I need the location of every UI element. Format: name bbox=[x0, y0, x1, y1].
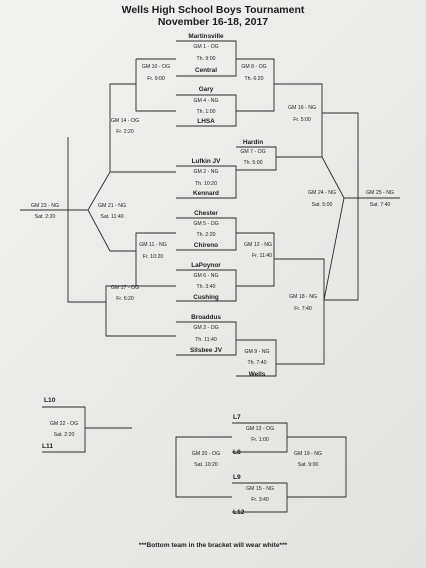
gm14-time: Fr. 2:20 bbox=[116, 129, 134, 135]
tournament-dates: November 16-18, 2017 bbox=[157, 16, 269, 28]
gm19-time: Sat. 9:00 bbox=[297, 462, 319, 468]
gm22-time: Sat. 2:20 bbox=[53, 432, 75, 438]
gm6-box bbox=[176, 269, 237, 302]
team-lapoynor: LaPoynor bbox=[191, 262, 221, 269]
team-chester: Chester bbox=[194, 210, 218, 217]
gm11-time: Fr. 10:20 bbox=[142, 254, 164, 260]
slot-l10: L10 bbox=[44, 397, 56, 404]
gm7-label: GM 7 - OG bbox=[240, 149, 266, 155]
gm4-label: GM 4 - NG bbox=[193, 98, 219, 104]
team-cushing: Cushing bbox=[193, 294, 219, 301]
gm18-bracket bbox=[274, 258, 325, 365]
gm5-label: GM 5 - OG bbox=[193, 221, 219, 227]
gm16-bracket bbox=[274, 83, 323, 158]
team-gary: Gary bbox=[198, 86, 214, 93]
gm16-label: GM 16 - NG bbox=[288, 105, 316, 111]
slot-l11: L11 bbox=[42, 443, 53, 450]
team-martinsville: Martinsville bbox=[188, 33, 224, 40]
gm21-bracket bbox=[87, 171, 136, 252]
gm12-time: Fr. 11:40 bbox=[251, 253, 273, 259]
gm13-box bbox=[232, 422, 288, 453]
gm4-time: Th. 1:00 bbox=[196, 109, 216, 115]
gm10-bracket bbox=[135, 58, 176, 112]
gm22-label: GM 22 - OG bbox=[49, 421, 79, 427]
gm16-time: Fr. 5:00 bbox=[293, 117, 311, 123]
team-kennard: Kennard bbox=[193, 190, 219, 197]
gm21-time: Sat. 11:40 bbox=[100, 214, 124, 220]
gm6-label: GM 6 - NG bbox=[193, 273, 219, 279]
gm13-label: GM 13 - OG bbox=[245, 426, 275, 432]
gm15-label: GM 15 - NG bbox=[246, 486, 274, 492]
gm15-time: Fr. 3:40 bbox=[251, 497, 269, 503]
gm9-box bbox=[236, 339, 277, 377]
gm21-label: GM 21 - NG bbox=[98, 203, 126, 209]
gm23-label: GM 23 - NG bbox=[31, 203, 59, 209]
gm19-bracket bbox=[287, 436, 347, 498]
gm24-time: Sat. 5:00 bbox=[311, 202, 333, 208]
gm19-label: GM 19 - NG bbox=[294, 451, 322, 457]
gm17-label: GM 17 - OG bbox=[110, 285, 140, 291]
gm18-time: Fr. 7:40 bbox=[294, 306, 312, 312]
gm25-time: Sat. 7:40 bbox=[369, 202, 391, 208]
gm24-bracket bbox=[321, 156, 345, 301]
gm1-time: Th. 9:00 bbox=[196, 56, 216, 62]
gm9-label: GM 9 - NG bbox=[244, 349, 270, 355]
gm25-label: GM 25 - NG bbox=[366, 190, 394, 196]
gm2-label: GM 2 - NG bbox=[193, 169, 219, 175]
tournament-title: Wells High School Boys Tournament bbox=[121, 4, 305, 16]
team-chireno: Chireno bbox=[193, 242, 219, 249]
gm15-box bbox=[232, 482, 288, 513]
gm24-label: GM 24 - NG bbox=[308, 190, 336, 196]
team-wells: Wells bbox=[248, 371, 266, 378]
team-lufkin-jv: Lufkin JV bbox=[191, 158, 221, 165]
gm14-bracket bbox=[109, 83, 176, 173]
gm7-time: Th. 5:00 bbox=[243, 160, 263, 166]
gm3-box bbox=[176, 321, 237, 356]
gm12-bracket bbox=[236, 232, 275, 287]
slot-l12: L12 bbox=[233, 509, 245, 516]
gm8-label: GM 8 - OG bbox=[241, 64, 267, 70]
gm1-label: GM 1 - OG bbox=[193, 44, 219, 50]
team-lhsa: LHSA bbox=[197, 118, 215, 125]
team-hardin: Hardin bbox=[242, 139, 264, 146]
slot-l8: L8 bbox=[233, 449, 241, 456]
gm23-time: Sat. 2:20 bbox=[34, 214, 56, 220]
team-silsbee-jv: Silsbee JV bbox=[190, 347, 222, 354]
gm25-bracket bbox=[322, 112, 359, 301]
gm3-time: Th. 11:40 bbox=[195, 337, 217, 343]
gm13-time: Fr. 1:00 bbox=[251, 437, 269, 443]
gm5-time: Th. 2:20 bbox=[196, 232, 216, 238]
slot-l9: L9 bbox=[233, 474, 241, 481]
gm6-time: Th. 3:40 bbox=[196, 284, 216, 290]
gm8-time: Th. 6:20 bbox=[244, 76, 264, 82]
footer-note: ***Bottom team in the bracket will wear … bbox=[138, 542, 288, 549]
gm1-box bbox=[176, 40, 237, 77]
gm20-bracket bbox=[175, 436, 232, 498]
gm17-bracket bbox=[105, 285, 176, 337]
gm11-bracket bbox=[135, 232, 176, 287]
gm18-label: GM 18 - NG bbox=[289, 294, 317, 300]
gm2-box bbox=[176, 165, 237, 199]
gm10-time: Fr. 9:00 bbox=[147, 76, 165, 82]
gm11-label: GM 11 - NG bbox=[139, 242, 167, 248]
gm10-label: GM 10 - OG bbox=[141, 64, 171, 70]
gm3-label: GM 3 - OG bbox=[193, 325, 219, 331]
gm5-box bbox=[176, 217, 237, 251]
team-broaddus: Broaddus bbox=[191, 314, 221, 321]
slot-l7: L7 bbox=[233, 414, 241, 421]
gm12-label: GM 12 - NG bbox=[244, 242, 272, 248]
gm7-box bbox=[236, 146, 277, 171]
gm8-bracket bbox=[236, 58, 275, 112]
gm9-time: Th. 7:40 bbox=[247, 360, 267, 366]
gm20-time: Sat. 10:20 bbox=[194, 462, 218, 468]
gm22-bracket bbox=[42, 406, 86, 453]
gm4-box bbox=[176, 94, 237, 127]
team-central: Central bbox=[194, 67, 218, 74]
gm20-label: GM 20 - OG bbox=[191, 451, 221, 457]
gm17-time: Fr. 6:20 bbox=[116, 296, 134, 302]
gm14-label: GM 14 - OG bbox=[110, 118, 140, 124]
gm2-time: Th. 10:20 bbox=[195, 181, 217, 187]
